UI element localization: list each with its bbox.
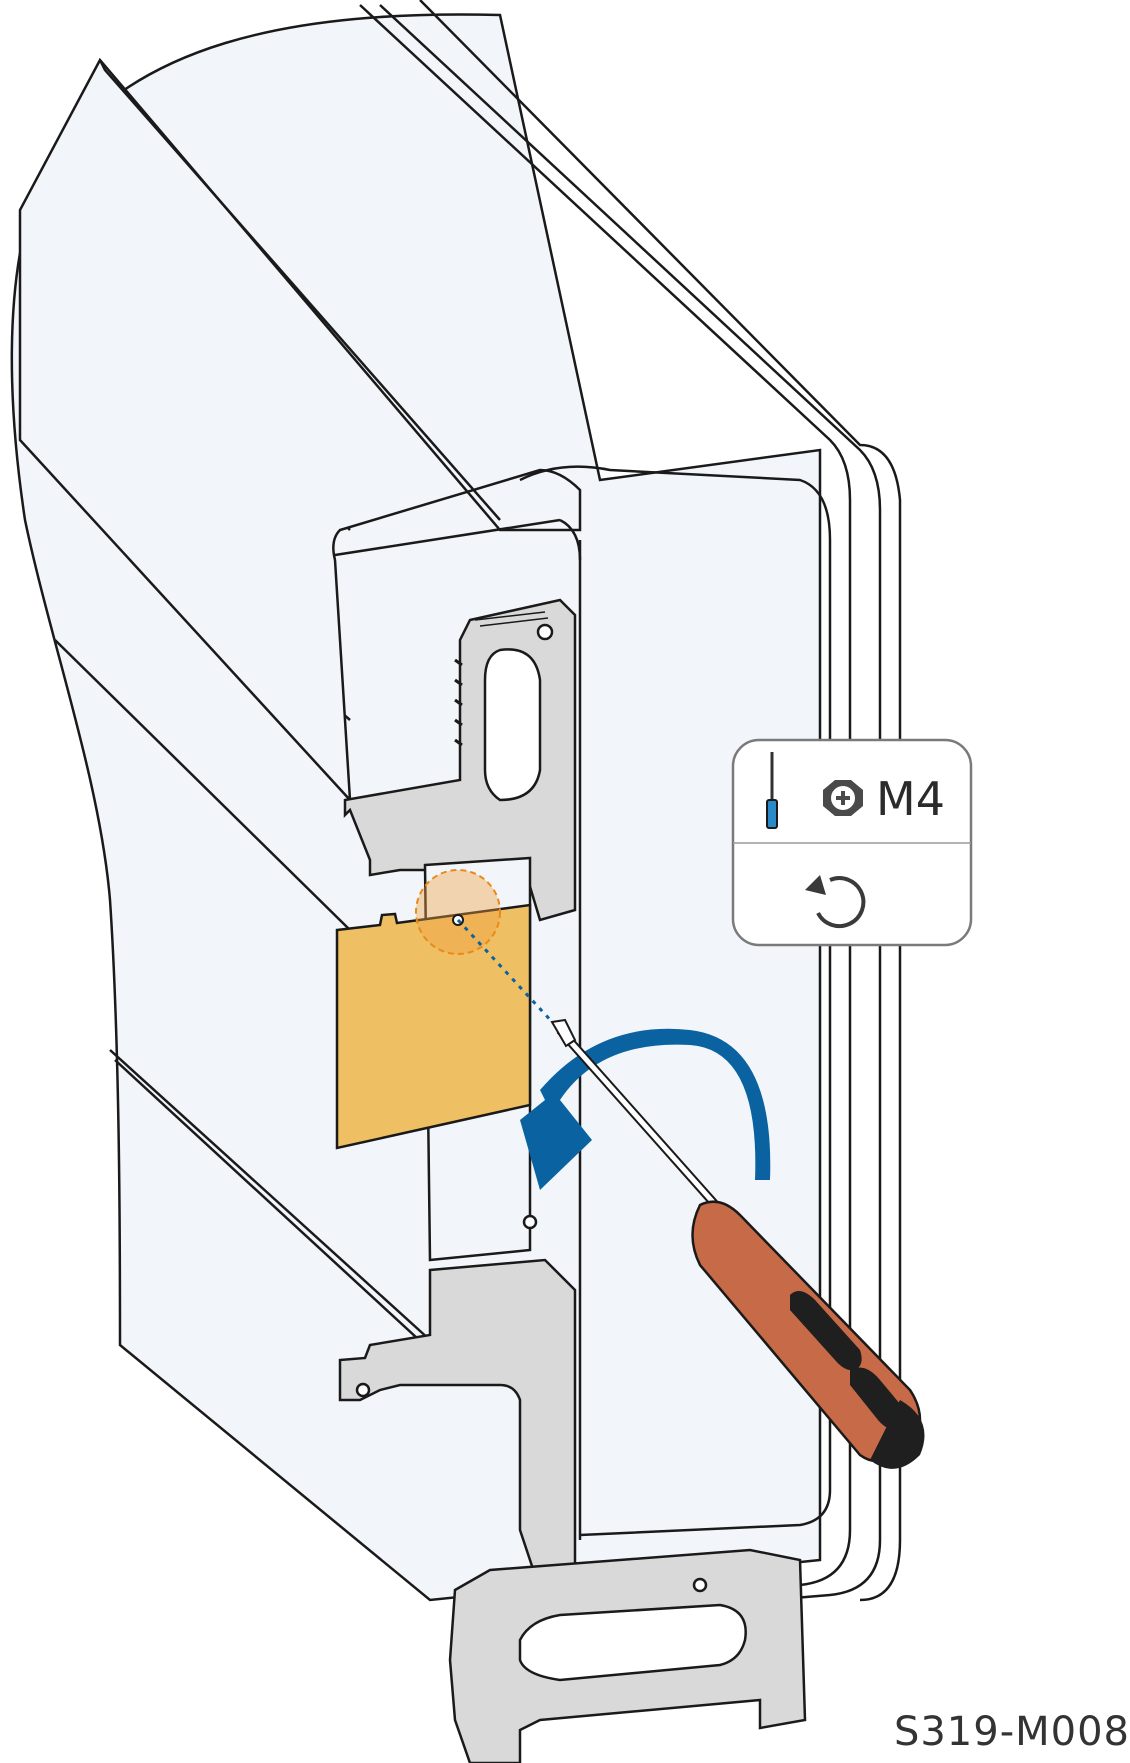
screwdriver-icon <box>766 752 778 829</box>
screw-size-label: M4 <box>876 772 945 826</box>
counterclockwise-arrow-icon <box>805 875 866 929</box>
alignment-dotted-line <box>456 918 557 1027</box>
tool-callout: M4 <box>731 738 973 947</box>
screw-highlight <box>415 869 501 955</box>
upper-module <box>18 57 582 804</box>
upper-bracket <box>343 598 577 922</box>
rotation-arrow <box>520 1028 771 1190</box>
base-foot <box>448 1548 807 1763</box>
cover-plate <box>335 869 557 1150</box>
phillips-screw-head-icon <box>823 780 863 816</box>
screwdriver <box>550 1018 925 1469</box>
figure-code: S319-M008 <box>893 1709 1130 1755</box>
right-casing <box>359 0 902 1602</box>
